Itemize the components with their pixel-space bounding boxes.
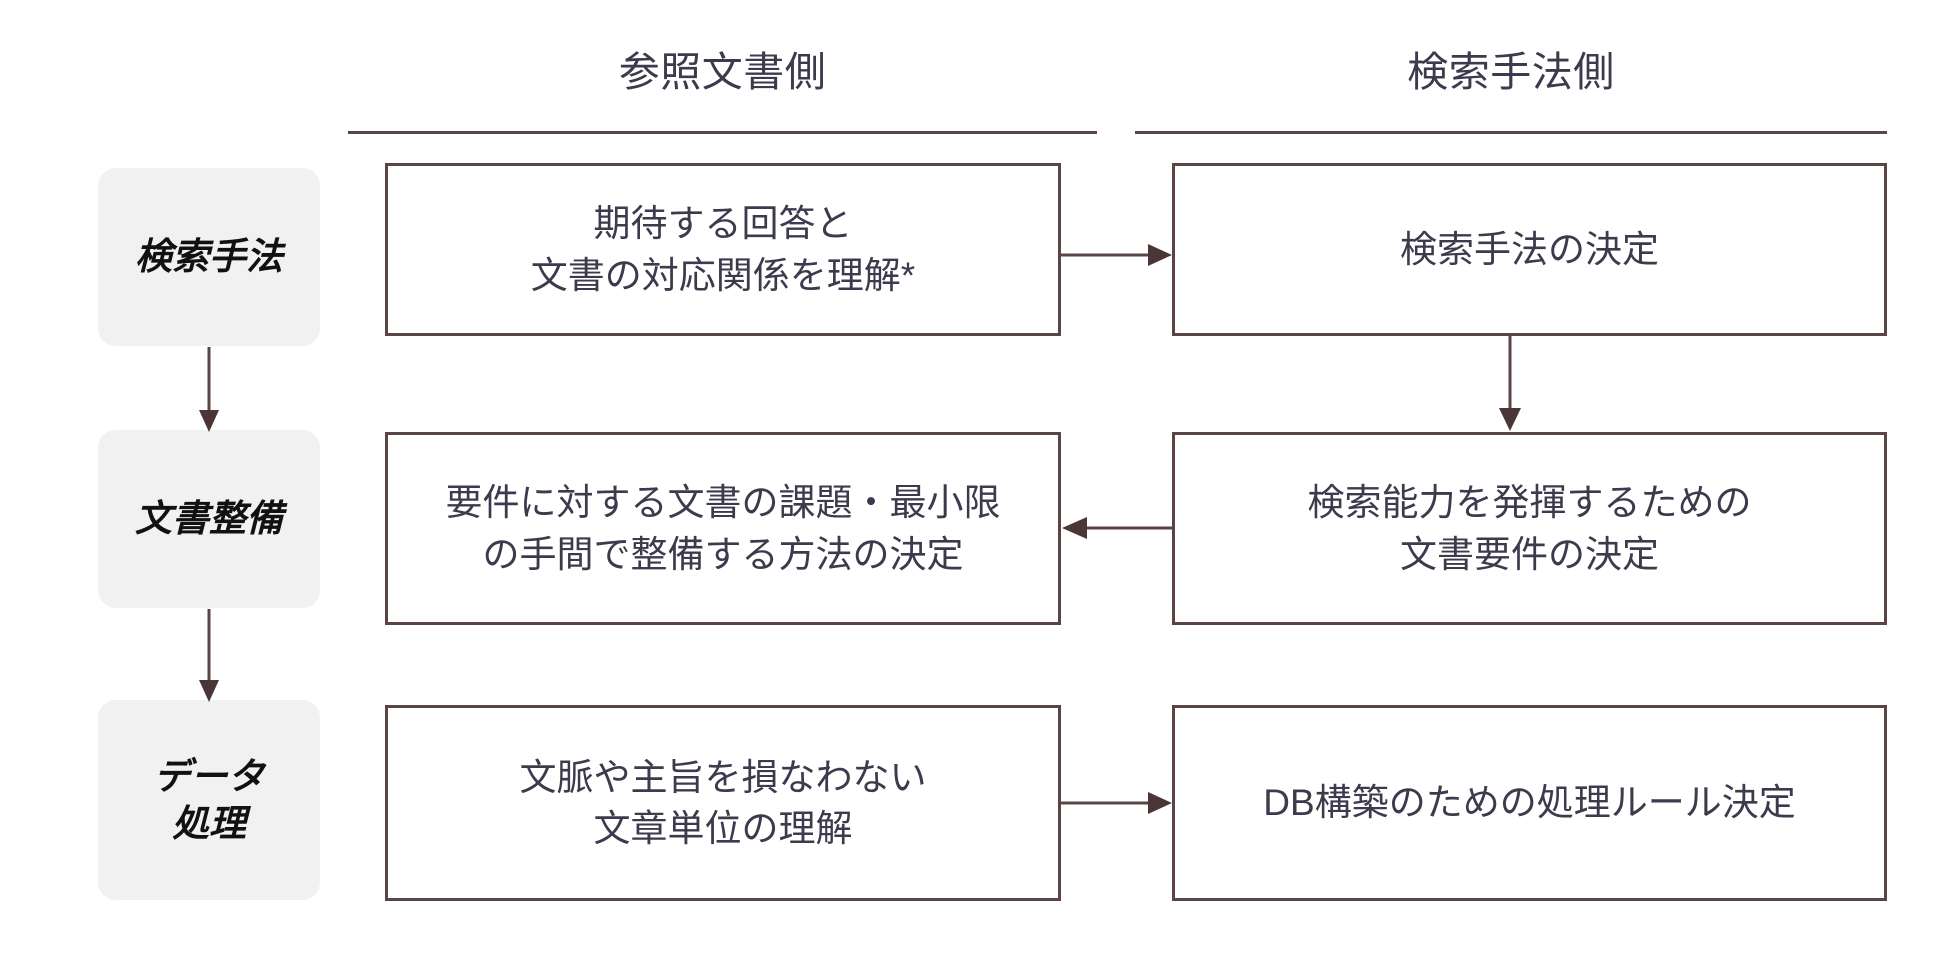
arrow-stage0-to-stage1: [199, 347, 219, 432]
arrow-row0-left-to-right: [1061, 244, 1172, 266]
arrow-row2-left-to-right: [1061, 792, 1172, 814]
process-box-line1: 検索手法の決定: [1400, 228, 1659, 270]
process-box-right-2: DB構築のための処理ルール決定: [1172, 705, 1887, 901]
process-box-line1: 要件に対する文書の課題・最小限: [445, 482, 1001, 524]
process-box-text: 要件に対する文書の課題・最小限 の手間で整備する方法の決定: [446, 477, 1001, 579]
process-box-text: 検索手法の決定: [1400, 224, 1659, 275]
column-header-reference-document: 参照文書側: [618, 49, 827, 95]
stage-chip-label: 文書整備: [135, 498, 283, 540]
process-box-right-1: 検索能力を発揮するための 文書要件の決定: [1172, 432, 1887, 625]
process-box-line2: 文書の対応関係を理解*: [530, 254, 916, 296]
process-box-text: DB構築のための処理ルール決定: [1263, 777, 1795, 828]
stage-chip-search-method: 検索手法: [98, 168, 320, 346]
process-box-line1: DB構築のための処理ルール決定: [1263, 782, 1796, 824]
column-divider-left: [348, 131, 1097, 134]
process-box-left-0: 期待する回答と 文書の対応関係を理解*: [385, 163, 1061, 336]
process-box-line1: 文脈や主旨を損なわない: [519, 756, 927, 798]
process-box-line2: の手間で整備する方法の決定: [482, 533, 964, 575]
column-header-search-method: 検索手法側: [1407, 49, 1615, 95]
stage-chip-label-wrapper: データ 処理: [154, 753, 265, 848]
process-box-left-2: 文脈や主旨を損なわない 文章単位の理解: [385, 705, 1061, 901]
arrow-stage1-to-stage2: [199, 609, 219, 702]
column-divider-right: [1135, 131, 1887, 134]
process-box-left-1: 要件に対する文書の課題・最小限 の手間で整備する方法の決定: [385, 432, 1061, 625]
process-box-text: 文脈や主旨を損なわない 文章単位の理解: [520, 752, 927, 854]
process-box-text: 検索能力を発揮するための 文書要件の決定: [1308, 477, 1752, 579]
process-box-line2: 文書要件の決定: [1400, 533, 1659, 575]
process-box-text: 期待する回答と 文書の対応関係を理解*: [531, 198, 915, 300]
stage-chip-data-processing: データ 処理: [98, 700, 320, 900]
process-box-right-0: 検索手法の決定: [1172, 163, 1887, 336]
process-box-line1: 期待する回答と: [593, 203, 853, 245]
stage-chip-document-preparation: 文書整備: [98, 430, 320, 608]
stage-chip-label: 検索手法: [135, 236, 283, 278]
process-box-line1: 検索能力を発揮するための: [1307, 482, 1752, 524]
arrow-row1-right-to-left: [1062, 517, 1172, 539]
arrow-right-row0-to-row1: [1499, 336, 1521, 431]
process-box-line2: 文章単位の理解: [593, 808, 853, 849]
stage-chip-label-line2: 処理: [172, 803, 246, 844]
stage-chip-label-line1: データ: [153, 755, 265, 797]
